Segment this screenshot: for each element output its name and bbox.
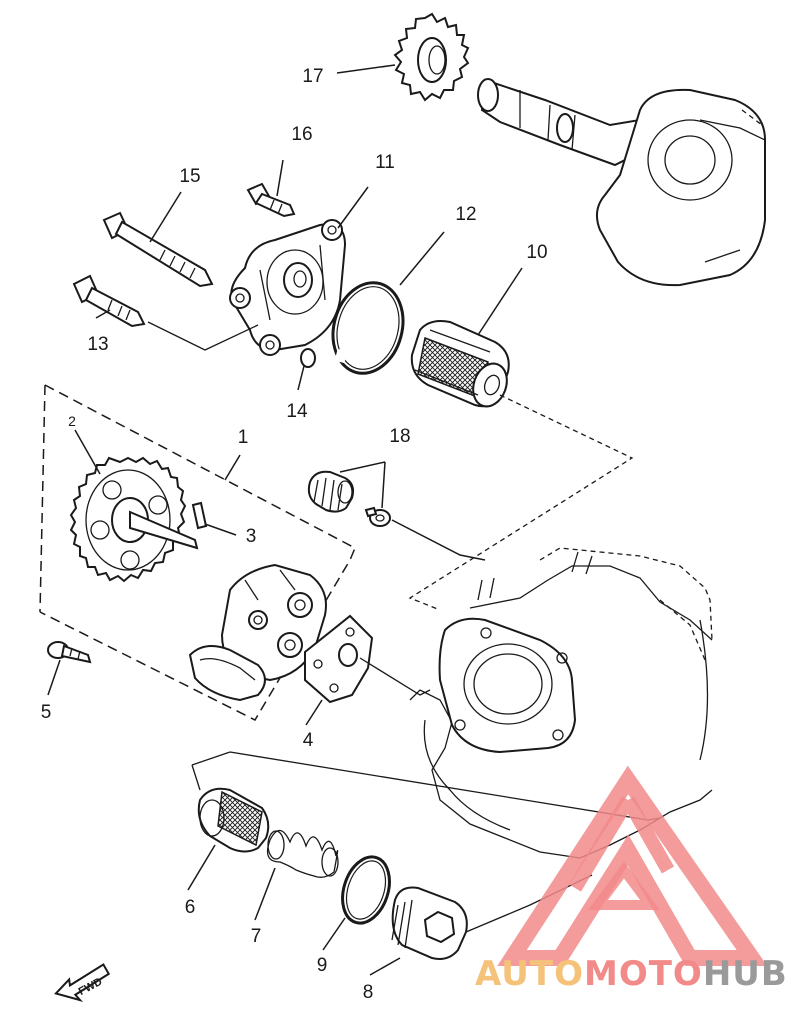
part-14-small-oring <box>300 348 316 368</box>
part-6-strainer-screen <box>197 787 270 853</box>
callout-4: 4 <box>303 730 314 751</box>
watermark-part1: AUTO <box>475 954 584 994</box>
crankshaft <box>477 78 766 287</box>
callout-17: 17 <box>302 66 323 87</box>
part-12-oring <box>331 281 405 375</box>
part-10-oil-filter <box>410 320 510 408</box>
part-13-bolt <box>72 274 146 328</box>
callout-1: 1 <box>238 427 249 448</box>
part-16-short-bolt <box>246 182 296 218</box>
callout-10: 10 <box>526 242 547 263</box>
callout-5: 5 <box>41 702 52 723</box>
callout-labels: 17 16 11 15 12 10 13 14 1 18 2 3 5 4 6 7… <box>41 66 548 1003</box>
watermark-part2: MOTO <box>584 954 703 994</box>
callout-3: 3 <box>246 526 257 547</box>
crankcase-outline <box>409 547 713 859</box>
pump-body <box>188 563 327 702</box>
callout-9: 9 <box>317 955 328 976</box>
leader-lines <box>47 64 523 976</box>
callout-15: 15 <box>179 166 200 187</box>
callout-16: 16 <box>291 124 312 145</box>
fwd-direction-arrow: FWD <box>54 963 111 1003</box>
callout-12: 12 <box>455 204 476 225</box>
watermark-triangle-icon <box>497 765 768 966</box>
part-9-oring <box>341 855 391 925</box>
part-15-long-bolt <box>102 211 214 288</box>
part-8-drain-plug <box>391 886 468 960</box>
callout-6: 6 <box>185 897 196 918</box>
svg-text:AUTOMOTOHUB: AUTOMOTOHUB <box>475 954 788 994</box>
callout-8: 8 <box>363 982 374 1003</box>
part-7-spring <box>266 829 339 878</box>
callout-7: 7 <box>251 926 262 947</box>
watermark-text: AUTOMOTOHUB <box>475 954 788 994</box>
callout-18: 18 <box>389 426 410 447</box>
part-17-sprocket <box>393 12 470 102</box>
watermark-logo <box>497 765 768 966</box>
watermark-part3: HUB <box>703 954 788 994</box>
callout-2: 2 <box>68 413 76 429</box>
part-4-gasket-plate <box>304 614 374 704</box>
part-3-pin <box>191 501 208 530</box>
callout-11: 11 <box>375 152 395 173</box>
callout-13: 13 <box>87 334 108 355</box>
part-5-screw <box>47 641 92 664</box>
part-11-pump-cover <box>229 219 347 356</box>
part-18-union-bolt <box>364 506 391 527</box>
callout-14: 14 <box>286 401 308 422</box>
part-18-strainer <box>307 470 355 513</box>
part-2-driven-gear <box>69 456 199 583</box>
part-1-assembly-boundary <box>39 384 356 721</box>
